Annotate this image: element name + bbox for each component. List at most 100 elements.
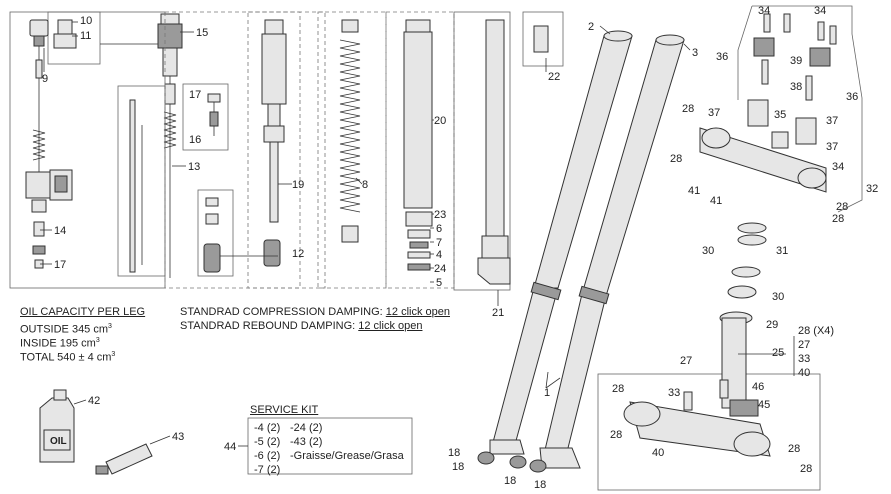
callout-11: 11 xyxy=(80,30,91,42)
callout-1: 1 xyxy=(544,387,550,399)
callout-36b: 36 xyxy=(846,91,858,103)
callout-23: 23 xyxy=(434,209,446,221)
callout-18b: 18 xyxy=(452,461,464,473)
callout-28e: 28 xyxy=(612,383,624,395)
callout-16: 16 xyxy=(189,134,201,146)
oil-can-label: OIL xyxy=(50,436,67,447)
callout-31: 31 xyxy=(776,245,788,257)
callout-18d: 18 xyxy=(534,479,546,491)
rod-detail-box xyxy=(117,85,166,277)
callout-28c: 28 xyxy=(836,201,848,213)
callout-28f: 28 xyxy=(610,429,622,441)
upper-triple-clamp xyxy=(699,13,837,193)
service-kit-left-4: -7 (2) xyxy=(254,464,281,476)
inner-tube xyxy=(261,19,287,267)
callout-30b: 30 xyxy=(772,291,784,303)
service-kit-right-3: -Graisse/Grease/Grasa xyxy=(290,450,404,462)
callout-24: 24 xyxy=(434,263,446,275)
callout-3: 3 xyxy=(692,47,698,59)
oil-total-line: TOTAL 540 ± 4 cm3 xyxy=(20,351,116,364)
callout-42: 42 xyxy=(88,395,100,407)
bleeder-valve xyxy=(533,25,549,53)
rebound-damping-line: STANDRAD REBOUND DAMPING: 12 click open xyxy=(180,320,423,332)
callout-25: 25 xyxy=(772,347,784,359)
fork-spring xyxy=(339,19,361,243)
callout-41b: 41 xyxy=(710,195,722,207)
callout-17b: 17 xyxy=(54,259,66,271)
clamp-bracket-frame xyxy=(737,5,863,213)
callout-29: 29 xyxy=(766,319,778,331)
callout-14: 14 xyxy=(54,225,66,237)
callout-18c: 18 xyxy=(504,475,516,487)
callout-45: 45 xyxy=(758,399,770,411)
service-kit-right-1: -24 (2) xyxy=(290,422,323,434)
top-cap-detail-box xyxy=(47,11,101,65)
callout-30a: 30 xyxy=(702,245,714,257)
callout-28g: 28 xyxy=(788,443,800,455)
bracket-item-4: 40 xyxy=(798,367,810,379)
slider-box xyxy=(453,11,511,291)
outer-tube xyxy=(403,19,433,271)
compression-damping-line: STANDRAD COMPRESSION DAMPING: 12 click o… xyxy=(180,306,450,318)
callout-20: 20 xyxy=(434,115,446,127)
oil-outside-line: OUTSIDE 345 cm3 xyxy=(20,323,112,336)
callout-34b: 34 xyxy=(814,5,826,17)
assembled-fork-left xyxy=(477,30,633,469)
callout-46: 46 xyxy=(752,381,764,393)
callout-40: 40 xyxy=(652,447,664,459)
callout-28b: 28 xyxy=(670,153,682,165)
callout-28a: 28 xyxy=(682,103,694,115)
service-kit-right-2: -43 (2) xyxy=(290,436,323,448)
steering-bearings xyxy=(719,222,767,325)
bracket-item-1: 28 (X4) xyxy=(798,325,834,337)
callout-18a: 18 xyxy=(448,447,460,459)
lower-triple-clamp xyxy=(597,317,821,491)
bottom-valve-box xyxy=(197,189,234,277)
callout-9: 9 xyxy=(42,73,48,85)
callout-28h: 28 xyxy=(800,463,812,475)
callout-7: 7 xyxy=(436,237,442,249)
oil-bottle xyxy=(39,389,75,463)
callout-19: 19 xyxy=(292,179,304,191)
callout-33: 33 xyxy=(668,387,680,399)
valve-detail-box xyxy=(182,83,229,151)
fork-slider xyxy=(477,19,511,285)
callout-43: 43 xyxy=(172,431,184,443)
callout-10: 10 xyxy=(80,15,92,27)
callout-35: 35 xyxy=(774,109,786,121)
oil-inside-line: INSIDE 195 cm3 xyxy=(20,337,100,350)
cartridge-assembly xyxy=(25,19,77,269)
service-kit-left-2: -5 (2) xyxy=(254,436,281,448)
callout-37b: 37 xyxy=(826,115,838,127)
callout-21: 21 xyxy=(492,307,504,319)
oil-capacity-title: OIL CAPACITY PER LEG xyxy=(20,306,146,318)
service-kit-title: SERVICE KIT xyxy=(250,404,319,416)
callout-34c: 34 xyxy=(832,161,844,173)
bracket-item-2: 27 xyxy=(798,339,810,351)
callout-13: 13 xyxy=(188,161,200,173)
damper-rod xyxy=(129,99,136,273)
callout-5: 5 xyxy=(436,277,442,289)
callout-39: 39 xyxy=(790,55,802,67)
callout-6: 6 xyxy=(436,223,442,235)
callout-34a: 34 xyxy=(758,5,770,17)
callout-37a: 37 xyxy=(708,107,720,119)
service-kit-left-3: -6 (2) xyxy=(254,450,281,462)
callout-32: 32 xyxy=(866,183,878,195)
callout-12: 12 xyxy=(292,248,304,260)
spring-group-frame xyxy=(164,11,326,289)
callout-38: 38 xyxy=(790,81,802,93)
callout-28d: 28 xyxy=(832,213,844,225)
callout-37c: 37 xyxy=(826,141,838,153)
callout-27a: 27 xyxy=(680,355,692,367)
assembled-fork-right xyxy=(529,34,685,473)
callout-22: 22 xyxy=(548,71,560,83)
service-kit-left-1: -4 (2) xyxy=(254,422,281,434)
callout-4: 4 xyxy=(436,249,442,261)
callout-2: 2 xyxy=(588,21,594,33)
inner-tube-frame xyxy=(247,11,301,289)
callout-41a: 41 xyxy=(688,185,700,197)
callout-8: 8 xyxy=(362,179,368,191)
callout-36a: 36 xyxy=(716,51,728,63)
